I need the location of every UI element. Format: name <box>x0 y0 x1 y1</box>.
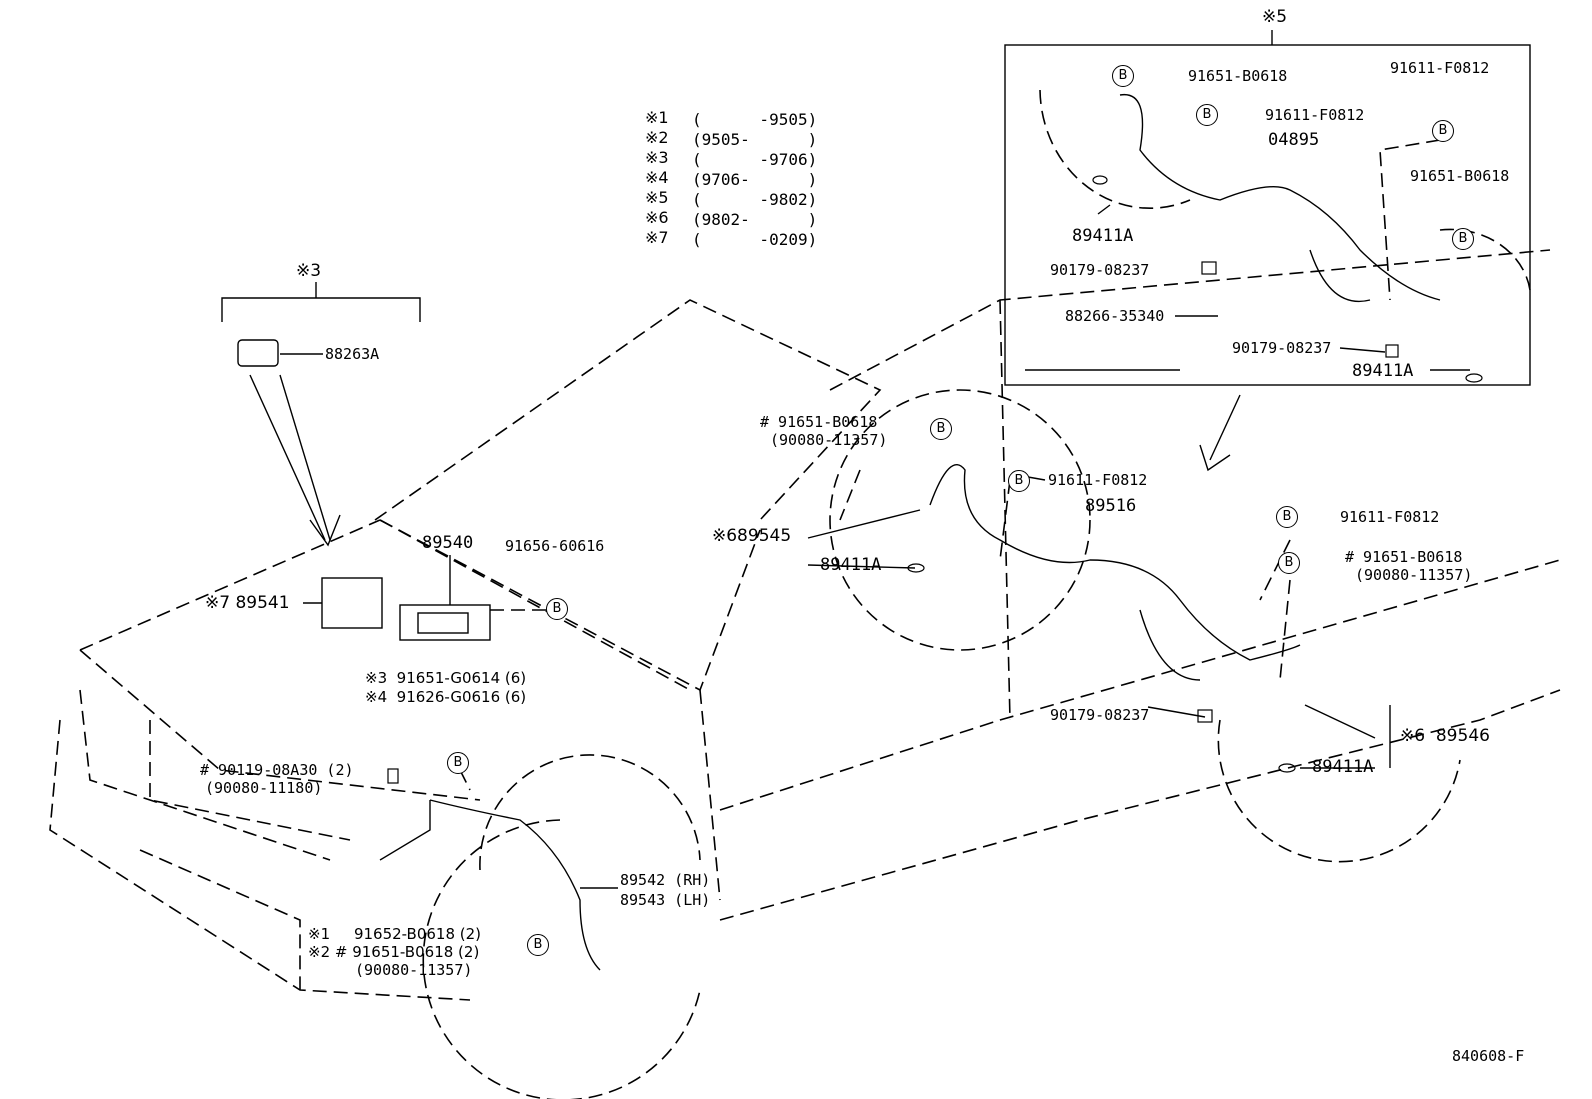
legend-range: ( -9505) <box>692 110 818 129</box>
front-bolts-badge: B <box>447 752 469 774</box>
rear-clip-b-label: 91611-F0812 <box>1340 508 1440 526</box>
rear-sensor-left-label: ※689545 <box>712 526 792 546</box>
inset-oring-right-label: 89411A <box>1352 361 1414 381</box>
rear-clip-b-badge: B <box>1276 506 1298 528</box>
relay-label: ※7 89541 <box>205 593 290 613</box>
front-sensor-rh-label: 89542 (RH) <box>620 871 711 889</box>
front-sensor-lh-label: 89543 (LH) <box>620 891 711 909</box>
clip-badge: B <box>1196 104 1218 126</box>
legend-range: (9706- ) <box>692 170 818 189</box>
legend-mark: ※3 <box>645 148 669 167</box>
front-bolts-line2: ※4 91626-G0616 (6) <box>365 688 527 706</box>
legend-range: ( -9706) <box>692 150 818 169</box>
rear-clip-a-label: 91611-F0812 <box>1048 471 1148 489</box>
legend-mark: ※5 <box>645 188 669 207</box>
inset-oring-left-label: 89411A <box>1072 226 1134 246</box>
inset-bolt-right-label: 91651-B0618 <box>1410 167 1510 185</box>
ecu-bolt-label: 91656-60616 <box>505 537 605 555</box>
ecu-part-label: 89540 <box>422 533 474 553</box>
rear-wire-label: 89516 <box>1085 496 1137 516</box>
rear-bolt-a-line2: (90080-11357) <box>770 431 888 449</box>
figure-code: 840608-F <box>1452 1047 1525 1065</box>
bolt-badge: B <box>1112 65 1134 87</box>
front-sensor-badge: B <box>527 934 549 956</box>
legend-mark: ※1 <box>645 108 669 127</box>
rear-sensor-right-label: ※6 89546 <box>1400 726 1490 746</box>
ecu-bolt-badge: B <box>546 598 568 620</box>
clip-badge: B <box>1432 120 1454 142</box>
inset-bracket-label: 88266-35340 <box>1065 307 1165 325</box>
rear-nut-label: 90179-08237 <box>1050 706 1150 724</box>
legend-range: ( -0209) <box>692 230 818 249</box>
front-sensor-bolt-line2: ※2 # 91651-B0618 (2) <box>308 943 480 961</box>
rear-oring-right-label: 89411A <box>1312 757 1374 777</box>
front-sensor-bolt-line1: ※1 91652-B0618 (2) <box>308 925 482 943</box>
legend-mark: ※6 <box>645 208 669 227</box>
inset-clip-top-label: 91611-F0812 <box>1265 106 1365 124</box>
rear-bolt-a-badge: B <box>930 418 952 440</box>
legend-mark: ※2 <box>645 128 669 147</box>
bracket-bolt-line2: (90080-11180) <box>205 779 323 797</box>
group3-title: ※3 <box>296 261 322 281</box>
rear-bolt-a-line1: # 91651-B0618 <box>760 413 878 431</box>
legend-range: ( -9802) <box>692 190 818 209</box>
rear-bolt-b-badge: B <box>1278 552 1300 574</box>
legend-range: (9505- ) <box>692 130 818 149</box>
front-sensor-bolt-line3: (90080-11357) <box>355 961 473 979</box>
inset-wire-label: 04895 <box>1268 130 1320 150</box>
legend-mark: ※7 <box>645 228 669 247</box>
rear-bolt-b-line1: # 91651-B0618 <box>1345 548 1463 566</box>
bolt-badge: B <box>1452 228 1474 250</box>
inset-nut-right-label: 90179-08237 <box>1232 339 1332 357</box>
group3-part-label: 88263A <box>325 345 380 363</box>
inset-clip-right-label: 91611-F0812 <box>1390 59 1490 77</box>
front-bolts-line1: ※3 91651-G0614 (6) <box>365 669 527 687</box>
bracket-bolt-line1: # 90119-08A30 (2) <box>200 761 354 779</box>
rear-clip-a-badge: B <box>1008 470 1030 492</box>
inset-nut-left-label: 90179-08237 <box>1050 261 1150 279</box>
legend-mark: ※4 <box>645 168 669 187</box>
rear-oring-left-label: 89411A <box>820 555 882 575</box>
inset-bolt-top-label: 91651-B0618 <box>1188 67 1288 85</box>
legend-range: (9802- ) <box>692 210 818 229</box>
inset-title: ※5 <box>1262 7 1288 27</box>
rear-bolt-b-line2: (90080-11357) <box>1355 566 1473 584</box>
